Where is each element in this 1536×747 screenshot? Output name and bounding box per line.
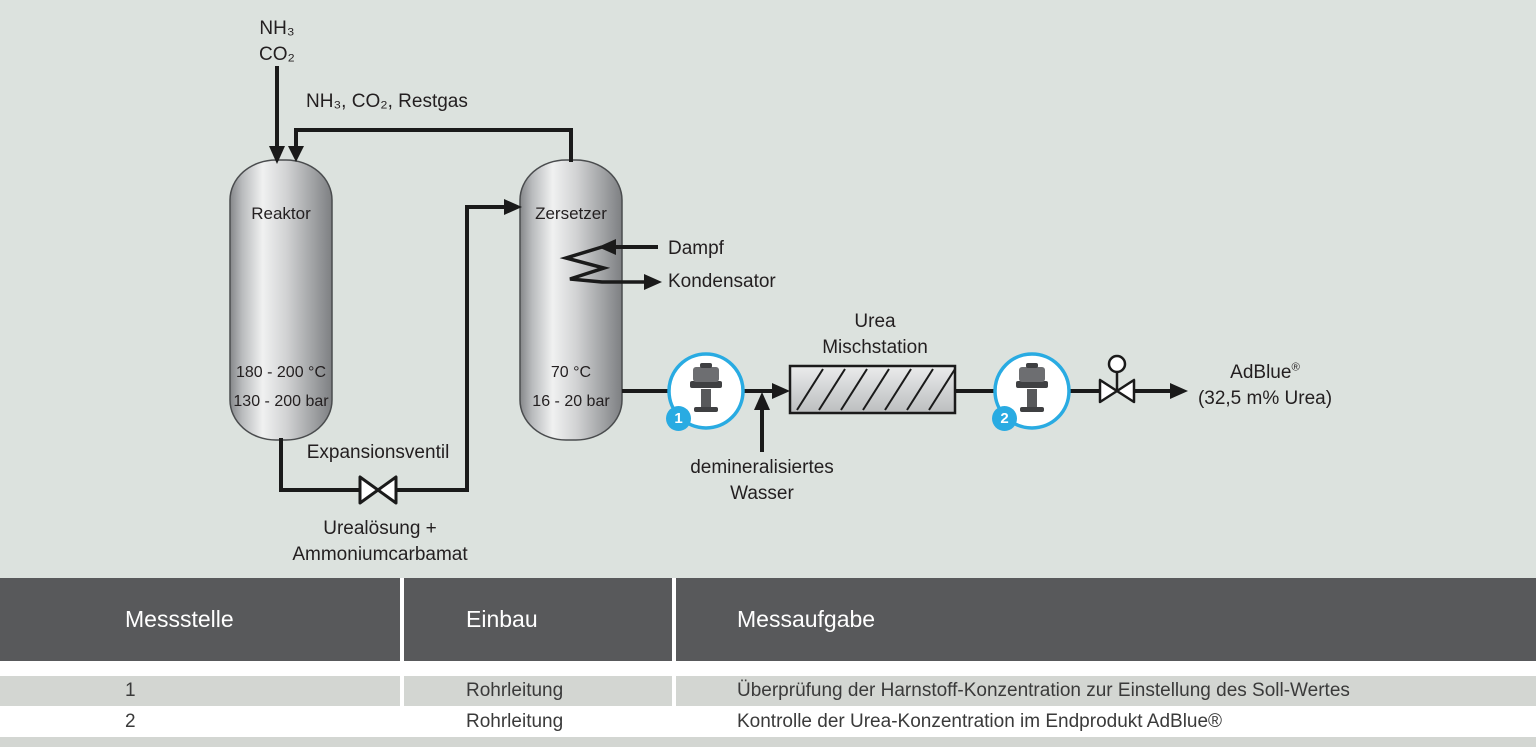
reactor-outlet-pipe xyxy=(279,438,360,492)
bottom-strip xyxy=(0,737,1536,747)
mixer-label-line1: Urea xyxy=(854,311,896,332)
table-header-messaufgabe: Messaufgabe xyxy=(672,578,1536,661)
demin-water-arrowhead xyxy=(754,392,770,410)
steam-label: Dampf xyxy=(668,238,724,259)
mixer-label-line2: Mischstation xyxy=(822,336,928,358)
product-concentration: (32,5 m% Urea) xyxy=(1197,387,1333,409)
condensate-arrowhead xyxy=(644,274,662,290)
table-header-separator xyxy=(0,661,1536,676)
feed-label: NH₃ CO₂ xyxy=(227,16,327,67)
measuring-point-2-badge: 2 xyxy=(992,406,1017,431)
heat-exchanger-coil xyxy=(559,245,646,284)
expansion-outlet-label: Urealösung + Ammoniumcarbamat xyxy=(280,516,480,567)
reactor-pressure: 130 - 200 bar xyxy=(233,393,329,410)
steam-arrowhead xyxy=(598,239,616,255)
recycle-arrowhead xyxy=(288,146,304,162)
decomposer-pressure: 16 - 20 bar xyxy=(532,393,610,410)
table-row: 2 Rohrleitung Kontrolle der Urea-Konzent… xyxy=(0,706,1536,737)
decomposer-name: Zersetzer xyxy=(535,204,607,223)
cell-messaufgabe: Überprüfung der Harnstoff-Konzentration … xyxy=(672,676,1536,706)
cell-einbau: Rohrleitung xyxy=(400,676,672,706)
demin-water-label: demineralisiertes Wasser xyxy=(660,455,864,506)
product-reg-mark: ® xyxy=(1291,361,1300,374)
feed-label-line2: CO₂ xyxy=(259,43,295,65)
static-mixer-icon xyxy=(788,364,957,415)
measuring-point-1-badge: 1 xyxy=(666,406,691,431)
cell-einbau: Rohrleitung xyxy=(400,706,672,737)
expansion-valve-label: Expansionsventil xyxy=(306,442,450,463)
product-arrowhead xyxy=(1170,383,1188,399)
decomposer-inlet-arrowhead xyxy=(504,199,522,215)
decomposer-temperature: 70 °C xyxy=(550,364,592,381)
recycle-label: NH₃, CO₂, Restgas xyxy=(306,91,468,112)
demin-water-line1: demineralisiertes xyxy=(690,457,834,478)
expansion-valve-icon xyxy=(358,475,398,505)
process-flow-diagram: NH₃ CO₂ NH₃, CO₂, Restgas Reaktor 180 - … xyxy=(0,0,1536,578)
valve-to-decomposer-pipe xyxy=(396,205,506,492)
flow-sensor-icon xyxy=(690,363,722,412)
control-valve-icon xyxy=(1098,354,1136,404)
product-name: AdBlue xyxy=(1230,362,1292,383)
flow-sensor-icon xyxy=(1016,363,1048,412)
mixer-inlet-arrowhead xyxy=(772,383,790,399)
feed-label-line1: NH₃ xyxy=(259,18,295,39)
feed-arrowhead xyxy=(269,146,285,164)
table-header-row: Messstelle Einbau Messaufgabe xyxy=(0,578,1536,661)
table-header-einbau: Einbau xyxy=(400,578,672,661)
cell-messstelle: 2 xyxy=(125,710,136,732)
recycle-pipe xyxy=(294,128,573,162)
condenser-label: Kondensator xyxy=(668,271,776,292)
cell-messstelle: 1 xyxy=(125,680,136,701)
product-label: AdBlue® (32,5 m% Urea) xyxy=(1175,360,1355,411)
expansion-outlet-line2: Ammoniumcarbamat xyxy=(292,543,468,565)
process-flow-drawing xyxy=(229,66,1188,505)
expansion-outlet-line1: Urealösung + xyxy=(323,518,437,539)
demin-water-line2: Wasser xyxy=(730,482,794,504)
flow-arrowheads xyxy=(269,146,1188,410)
mixer-label: Urea Mischstation xyxy=(795,309,955,360)
measuring-points-table: Messstelle Einbau Messaufgabe 1 Rohrleit… xyxy=(0,578,1536,747)
cell-messaufgabe: Kontrolle der Urea-Konzentration im Endp… xyxy=(672,706,1536,737)
reactor-temperature: 180 - 200 °C xyxy=(235,364,326,381)
table-header-messstelle: Messstelle xyxy=(125,606,234,632)
table-row: 1 Rohrleitung Überprüfung der Harnstoff-… xyxy=(0,676,1536,706)
reactor-name: Reaktor xyxy=(251,204,311,223)
